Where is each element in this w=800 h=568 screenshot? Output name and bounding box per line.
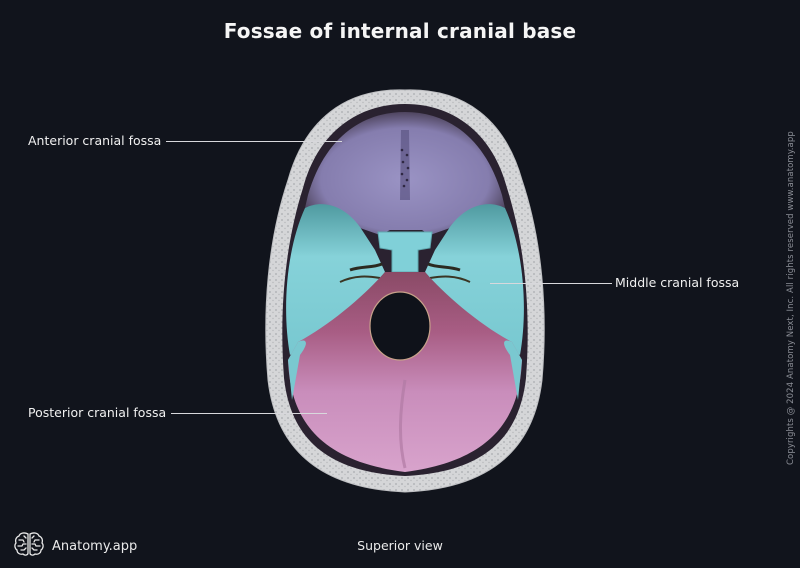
brand-name: Anatomy.app bbox=[52, 538, 138, 554]
label-middle-cranial-fossa: Middle cranial fossa bbox=[615, 275, 740, 290]
posterior-leader-line bbox=[171, 413, 327, 414]
anterior-leader-line bbox=[166, 141, 342, 142]
page-title: Fossae of internal cranial base bbox=[223, 19, 577, 43]
label-posterior-cranial-fossa: Posterior cranial fossa bbox=[28, 405, 167, 420]
label-anterior-cranial-fossa: Anterior cranial fossa bbox=[28, 133, 162, 148]
view-caption: Superior view bbox=[357, 538, 443, 553]
brand-logo[interactable]: Anatomy.app bbox=[14, 531, 137, 561]
copyright-notice: Copyrights @ 2024 Anatomy Next, Inc. All… bbox=[786, 131, 796, 465]
brain-icon bbox=[14, 531, 44, 561]
cranial-base-illustration bbox=[250, 80, 560, 500]
middle-leader-line bbox=[490, 283, 612, 284]
